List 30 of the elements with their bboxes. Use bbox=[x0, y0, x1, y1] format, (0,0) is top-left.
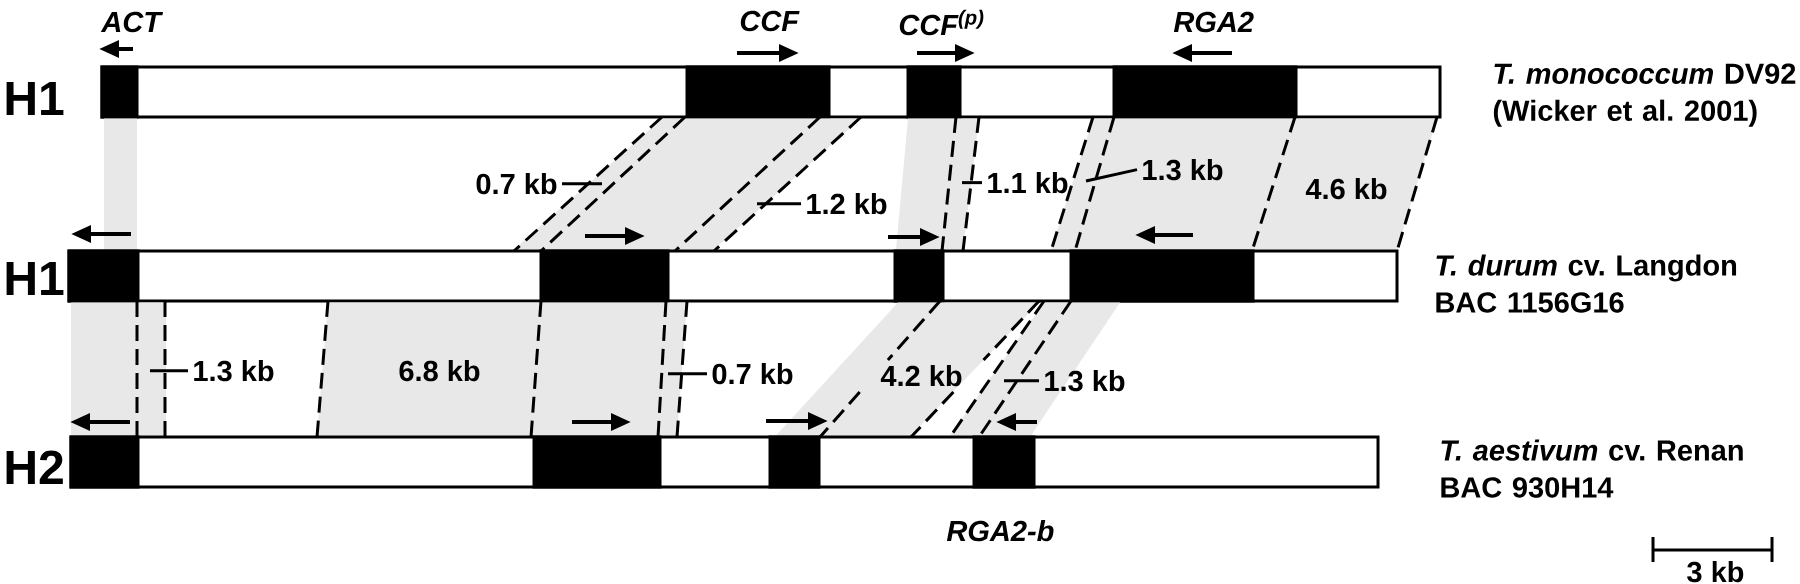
size-label: 0.7 kb bbox=[476, 173, 557, 195]
scale-label: 3 kb bbox=[1687, 561, 1744, 583]
size-label: 6.8 kb bbox=[399, 360, 480, 382]
leader-line bbox=[962, 181, 982, 185]
species-label: T. durum cv. Langdon BAC 1156G16 bbox=[1436, 254, 1737, 313]
size-label: 0.7 kb bbox=[712, 363, 793, 385]
gene-label: RGA2-b bbox=[946, 520, 1054, 542]
size-label: 1.1 kb bbox=[988, 172, 1068, 194]
haplotype-label: H1 bbox=[6, 262, 64, 295]
gene-label: ACT bbox=[100, 11, 164, 33]
gene-label: RGA2 bbox=[1173, 11, 1254, 33]
leader-line bbox=[1004, 379, 1039, 383]
shaded-band bbox=[104, 118, 137, 250]
gene-label: CCF bbox=[740, 10, 800, 32]
leader-line bbox=[562, 182, 602, 186]
leader-line bbox=[1085, 168, 1138, 183]
leader-line bbox=[668, 372, 707, 376]
species-label: T. monococcum DV92 (Wicker et al. 2001) bbox=[1493, 63, 1796, 127]
size-label: 1.3 kb bbox=[1143, 159, 1223, 181]
leader-line bbox=[150, 369, 188, 373]
leader-line bbox=[757, 202, 801, 206]
size-label: 4.2 kb bbox=[880, 365, 962, 387]
haplotype-label: H1 bbox=[6, 81, 64, 115]
size-label: 1.3 kb bbox=[1045, 370, 1125, 392]
species-label: T. aestivum cv. Renan BAC 930H14 bbox=[1441, 439, 1743, 498]
size-label: 4.6 kb bbox=[1305, 178, 1387, 200]
gene-label: CCF$^{(p)}$ bbox=[899, 9, 984, 36]
size-label: 1.3 kb bbox=[194, 360, 274, 382]
haplotype-label: H2 bbox=[6, 450, 63, 484]
size-label: 1.2 kb bbox=[807, 193, 887, 215]
